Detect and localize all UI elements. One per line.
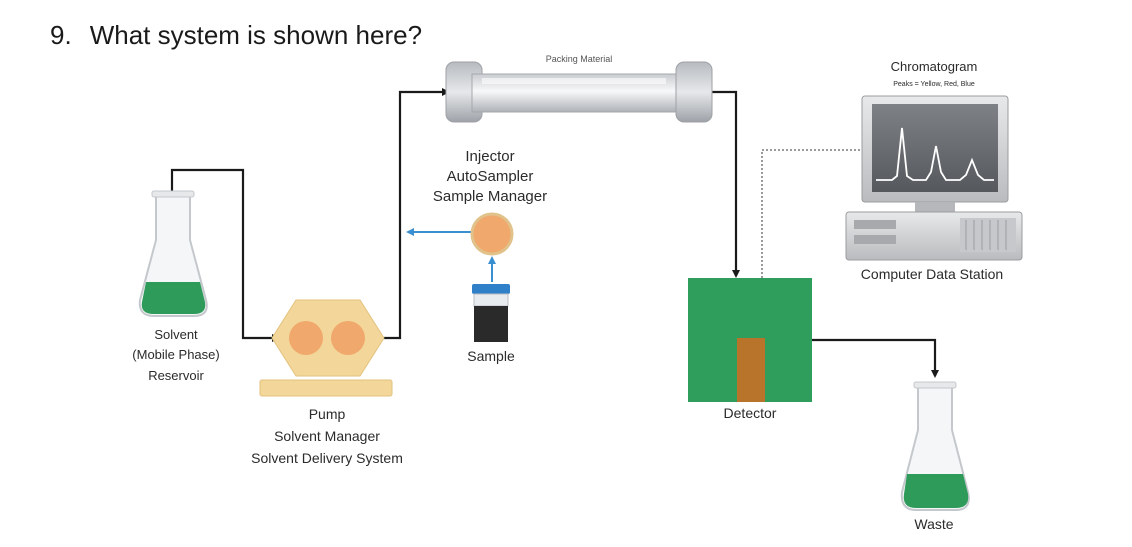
- sample-vial: Sample: [467, 284, 515, 364]
- chromatogram-title: Chromatogram: [891, 59, 978, 74]
- sample-label: Sample: [467, 348, 515, 364]
- computer-label: Computer Data Station: [861, 266, 1003, 282]
- question-number: 9.: [50, 20, 72, 50]
- pump: Pump Solvent Manager Solvent Delivery Sy…: [251, 299, 403, 466]
- question-text: What system is shown here?: [89, 20, 423, 50]
- sample-vial-icon: [474, 306, 508, 342]
- reservoir-label-line2: (Mobile Phase): [132, 347, 219, 362]
- column-label: Packing Material: [546, 54, 613, 64]
- pump-icon: [271, 299, 385, 377]
- line-detector-to-waste: [812, 338, 939, 378]
- injector-label-line2: AutoSampler: [447, 168, 534, 185]
- line-column-to-detector: [712, 90, 740, 278]
- reservoir-label-line1: Solvent: [154, 327, 198, 342]
- pump-label-line1: Pump: [309, 406, 346, 422]
- injector-label-line1: Injector: [465, 148, 514, 165]
- column: Packing Material: [445, 54, 713, 123]
- waste-label: Waste: [914, 516, 953, 532]
- computer-data-station: Chromatogram Peaks = Yellow, Red, Blue C…: [845, 59, 1023, 282]
- injector-label-line3: Sample Manager: [433, 188, 547, 205]
- waste-container: Waste: [900, 381, 970, 532]
- reservoir-label-line3: Reservoir: [148, 368, 204, 383]
- injector: Injector AutoSampler Sample Manager: [433, 148, 547, 256]
- pump-label-line3: Solvent Delivery System: [251, 450, 403, 466]
- solvent-reservoir: Solvent (Mobile Phase) Reservoir: [132, 190, 220, 383]
- detector: Detector: [688, 278, 812, 421]
- chromatogram-trace: [876, 127, 994, 181]
- detector-label: Detector: [724, 405, 777, 421]
- pump-label-line2: Solvent Manager: [274, 428, 380, 444]
- line-pump-to-column: [382, 88, 450, 340]
- line-detector-to-computer: [761, 149, 860, 278]
- chromatogram-subtitle: Peaks = Yellow, Red, Blue: [893, 81, 975, 88]
- question-heading: 9. What system is shown here?: [50, 20, 422, 51]
- injector-valve-icon: [470, 212, 514, 256]
